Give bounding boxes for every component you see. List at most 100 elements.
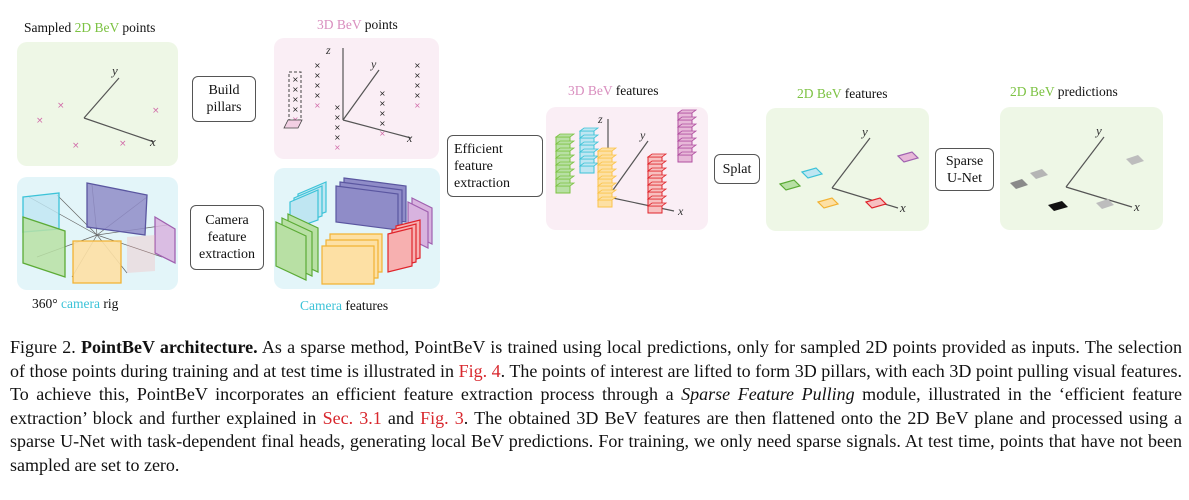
svg-text:×: × xyxy=(379,99,386,108)
camera-rig-label: 360° camera rig xyxy=(32,296,118,312)
bev3d-x-axis-label: x xyxy=(406,131,413,145)
camera-front xyxy=(86,182,148,236)
feature-cube-top xyxy=(646,160,668,165)
feature-cube-top xyxy=(578,127,600,132)
feature-cube-top xyxy=(676,144,698,149)
bev2d-features-label: 2D BeV features xyxy=(797,86,888,102)
sampled-points-panel: y x × × × × × xyxy=(17,42,178,166)
camera-features-label: Camera features xyxy=(300,298,388,314)
feature-cube-top xyxy=(554,154,576,159)
camera-box-line2: feature xyxy=(207,230,247,245)
camera-back xyxy=(72,240,122,284)
splat-label: Splat xyxy=(722,161,752,177)
feature-cube-top xyxy=(554,168,576,173)
splat-box: Splat xyxy=(714,154,760,184)
feature-cube-top xyxy=(646,181,668,186)
caption-text-2: . The points of interest are lifted to f… xyxy=(10,360,1183,405)
camera-back-left xyxy=(22,216,66,278)
feat3d-z-axis-label: z xyxy=(597,112,603,126)
feature-tile-purple xyxy=(896,151,920,163)
feature-tile-yellow xyxy=(816,197,840,209)
camfeat-suffix: features xyxy=(345,298,389,313)
prediction-tile xyxy=(1048,201,1068,211)
caption-label: Figure 2. xyxy=(10,337,76,357)
architecture-figure: Sampled 2D BeV points y x × × × × × Buil… xyxy=(17,17,1163,314)
prediction-tile xyxy=(1030,169,1048,179)
bev3d-points-label: 3D BeV points xyxy=(317,17,398,33)
pred2d-suffix: predictions xyxy=(1057,84,1118,99)
efficient-box-line3: extraction xyxy=(454,175,510,191)
svg-text:×: × xyxy=(292,85,299,94)
build-pillars-line1: Build xyxy=(208,83,240,98)
figure-caption: Figure 2. PointBeV architecture. As a sp… xyxy=(10,336,1182,477)
efficient-box-line2: feature xyxy=(454,158,493,174)
feature-cube-top xyxy=(676,123,698,128)
sampled-colored: 2D BeV xyxy=(74,20,120,35)
feature-cube-top xyxy=(676,109,698,114)
caption-module-name: Sparse Feature Pulling xyxy=(681,384,855,404)
sampled-points-plot: y x × × × × × xyxy=(36,63,160,151)
svg-text:×: × xyxy=(334,123,341,132)
efficient-box-line1: Efficient xyxy=(454,141,503,157)
caption-ref-sec31[interactable]: Sec. 3.1 xyxy=(322,407,382,428)
feature-tile-red xyxy=(864,197,888,209)
caption-text-3: module, illustrated in the ‘efficient fe… xyxy=(10,384,1183,428)
sampled-points-label: Sampled 2D BeV points xyxy=(24,20,155,36)
svg-text:×: × xyxy=(292,75,299,84)
sampled-y-axis-label: y xyxy=(110,63,118,78)
feature-cube-top xyxy=(676,137,698,142)
bev2d-predictions-panel: y x xyxy=(1000,107,1163,230)
build-pillars-line2: pillars xyxy=(206,100,242,115)
prediction-tile xyxy=(1126,155,1144,165)
camera-rig-panel xyxy=(17,177,178,290)
feature-cube-top xyxy=(596,182,618,187)
svg-text:×: × xyxy=(414,61,421,70)
svg-text:×: × xyxy=(414,71,421,80)
camera-box-line3: extraction xyxy=(199,247,255,262)
caption-ref-fig3[interactable]: Fig. 3 xyxy=(420,407,464,428)
bev3d-features-panel: z y x xyxy=(546,107,708,230)
feature-cube-top xyxy=(596,168,618,173)
camera-feature-extraction-box: Camera feature extraction xyxy=(190,205,264,270)
feature-cube-top xyxy=(554,175,576,180)
feat3d-suffix: features xyxy=(615,83,659,98)
bev3d-points-plot: z y x ×××× ×××× ×××× ×××× ×××× ××× ×× xyxy=(283,43,421,152)
feat2d-colored: 2D BeV xyxy=(797,86,842,101)
camrig-suffix: rig xyxy=(103,296,119,311)
feature-cube xyxy=(677,154,693,163)
feature-cube-top xyxy=(554,140,576,145)
svg-text:×: × xyxy=(292,105,299,114)
svg-text:×: × xyxy=(292,115,299,124)
feature-cube-top xyxy=(676,130,698,135)
svg-text:×: × xyxy=(414,81,421,90)
svg-text:×: × xyxy=(414,101,421,110)
sampled-prefix: Sampled xyxy=(24,20,72,35)
feat2d-suffix: features xyxy=(844,86,888,101)
feature-cube-top xyxy=(676,151,698,156)
bev3d-y-axis-label: y xyxy=(370,57,377,71)
svg-text:×: × xyxy=(334,143,341,152)
camera-features-drawing xyxy=(275,177,433,285)
bev2d-features-plot: y x xyxy=(778,124,920,215)
feat3d-y-axis-label: y xyxy=(639,128,646,142)
caption-text-1: As a sparse method, PointBeV is trained … xyxy=(10,337,1183,381)
feature-tile-cyan xyxy=(800,167,824,179)
feature-cube-top xyxy=(596,147,618,152)
svg-text:×: × xyxy=(379,89,386,98)
feat2d-x-axis-label: x xyxy=(899,200,906,215)
svg-text:×: × xyxy=(314,101,321,110)
svg-text:×: × xyxy=(379,119,386,128)
caption-title: PointBeV architecture. xyxy=(80,337,258,357)
feature-cube xyxy=(597,199,613,208)
camera-rig-drawing xyxy=(22,182,176,284)
svg-text:×: × xyxy=(334,113,341,122)
prediction-tile xyxy=(1010,179,1028,189)
feature-cube-top xyxy=(596,196,618,201)
caption-ref-fig4[interactable]: Fig. 4 xyxy=(458,360,501,381)
feature-cube-top xyxy=(578,134,600,139)
feature-cube-top xyxy=(596,189,618,194)
camera-front-right xyxy=(154,215,176,265)
bev3d-z-axis-label: z xyxy=(325,43,331,57)
feat2d-y-axis-label: y xyxy=(860,124,868,139)
sampled-x-axis-label: x xyxy=(149,134,156,149)
